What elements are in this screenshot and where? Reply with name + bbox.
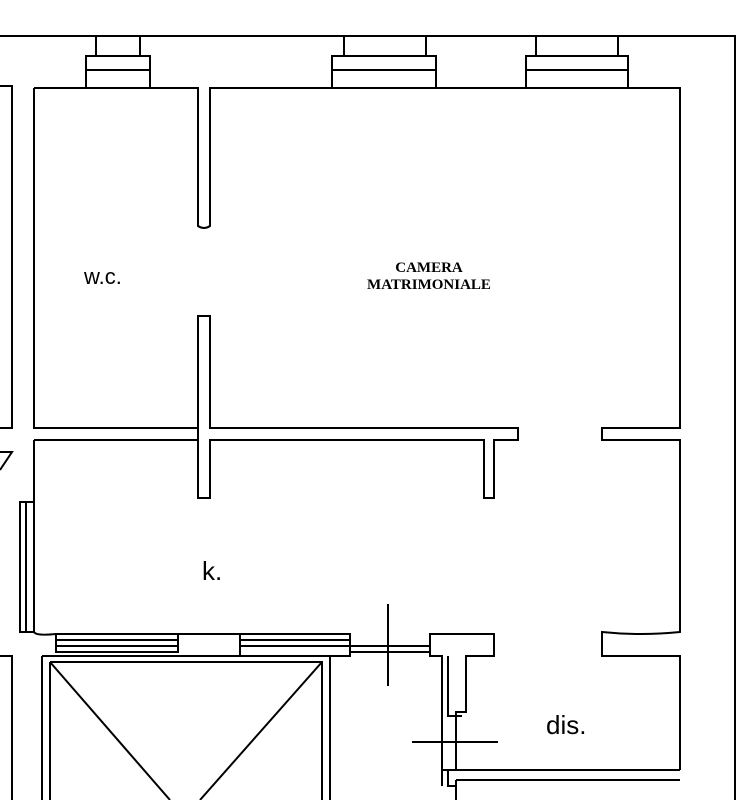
storage-box xyxy=(41,655,331,800)
kitchen-window-left xyxy=(19,501,35,633)
dis-bottom-wall xyxy=(455,769,680,800)
outer-wall-top xyxy=(0,35,736,800)
outer-wall-top-inner xyxy=(0,85,13,429)
room-label-camera-line2: MATRIMONIALE xyxy=(367,277,491,293)
door-mark-horizontal xyxy=(412,712,498,770)
window-1 xyxy=(85,35,151,88)
kitchen-left-wall xyxy=(33,439,198,632)
room-label-wc: w.c. xyxy=(83,264,122,289)
corridor-pillar xyxy=(429,633,495,771)
wc-room-walls xyxy=(34,87,681,770)
counter-segment-2 xyxy=(178,633,241,657)
window-2 xyxy=(331,36,437,88)
wc-outer-left xyxy=(33,88,519,499)
left-wall-bottom xyxy=(0,655,13,800)
room-label-dis: dis. xyxy=(546,710,586,740)
room-label-kitchen: k. xyxy=(202,556,222,586)
sliding-rail xyxy=(350,645,430,653)
storage-cross xyxy=(49,661,323,800)
corridor-pillar-inner xyxy=(441,656,462,787)
counter-segment-3 xyxy=(240,633,351,657)
counter-segment-1 xyxy=(55,633,179,653)
window-3 xyxy=(525,36,629,88)
room-label-camera-line1: CAMERA xyxy=(395,260,463,276)
left-wall-lower xyxy=(0,451,14,471)
